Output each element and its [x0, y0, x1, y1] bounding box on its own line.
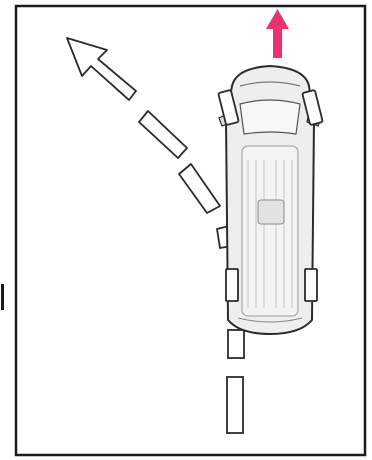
edge-tick-mark [1, 284, 4, 310]
dashed-track-icon [227, 330, 244, 433]
curved-dashed-arrow-icon [67, 38, 232, 248]
arrow-up-icon [266, 9, 289, 58]
van-top-view-icon [218, 66, 323, 334]
